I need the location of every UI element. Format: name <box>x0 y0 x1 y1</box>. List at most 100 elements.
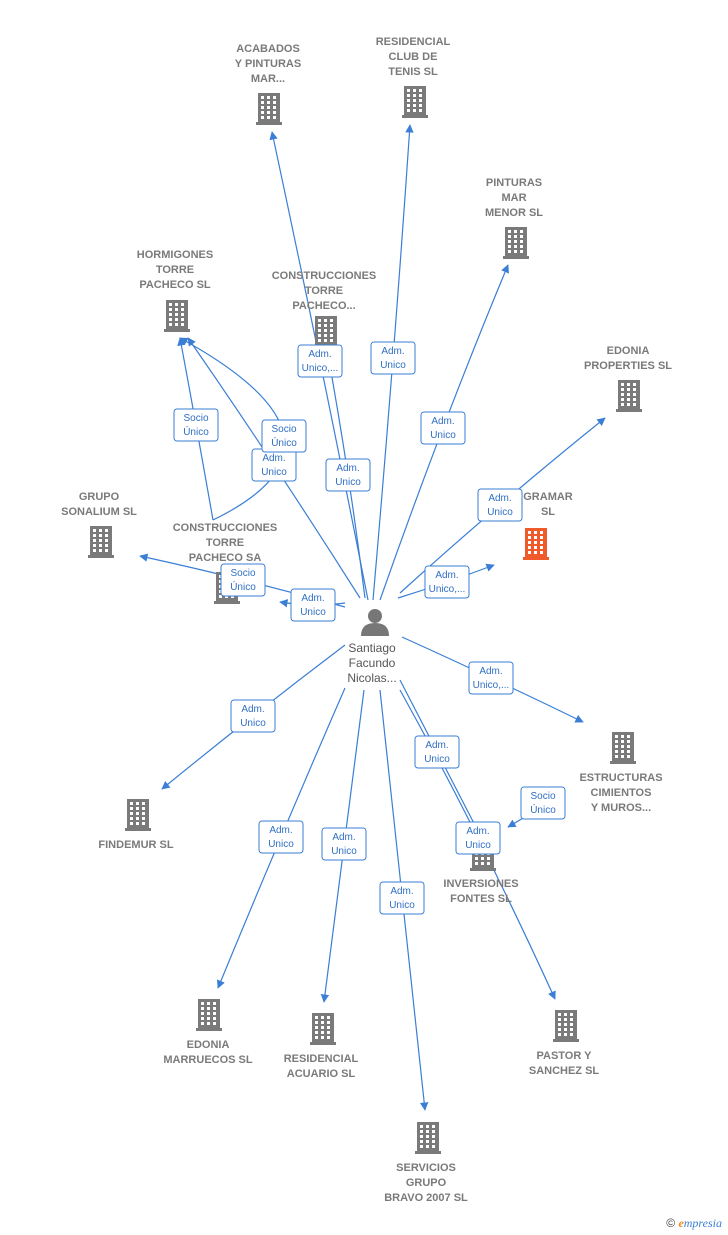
footer-brand[interactable]: © empresia <box>666 1216 722 1231</box>
edge-label-text: Unico <box>380 360 406 371</box>
edge-label-box <box>424 565 470 599</box>
edge-label-text: Adm. <box>301 593 324 604</box>
edge-label-box <box>420 411 466 445</box>
edge-label-text: Unico <box>389 900 415 911</box>
edge-label[interactable]: Adm.Unico <box>325 458 371 492</box>
company-node-sonalium[interactable]: GRUPO SONALIUM SL <box>61 491 137 558</box>
building-icon <box>415 1122 441 1154</box>
brand-initial: e <box>678 1216 684 1230</box>
edge-label-text: Unico <box>331 846 357 857</box>
node-label-line: PACHECO SL <box>139 279 211 291</box>
building-icon <box>88 526 114 558</box>
edge-label[interactable]: Adm.Unico <box>251 448 297 482</box>
edge-label-text: Adm. <box>332 832 355 843</box>
company-node-construcciones_tp[interactable]: CONSTRUCCIONESTORREPACHECO... <box>272 270 377 348</box>
edge-label-text: Adm. <box>466 826 489 837</box>
edge-label-box <box>297 344 343 378</box>
edge-label-text: Adm. <box>381 346 404 357</box>
edge-label-text: Adm. <box>308 349 331 360</box>
edge-label-text: Unico <box>465 840 491 851</box>
edge-label[interactable]: Adm.Unico <box>230 699 276 733</box>
edge-label-box <box>173 408 219 442</box>
edge-label-text: Adm. <box>479 666 502 677</box>
edge-label-box <box>261 419 307 453</box>
node-label-line: TORRE <box>305 285 343 297</box>
company-node-edonia_prop[interactable]: EDONIA PROPERTIES SL <box>584 345 672 412</box>
edge-label-text: Unico <box>300 607 326 618</box>
node-label-line: HORMIGONES <box>137 249 213 261</box>
building-icon <box>196 999 222 1031</box>
node-label-line: TORRE <box>156 264 194 276</box>
edge-label-text: Adm. <box>269 825 292 836</box>
node-label-line: GRUPO <box>406 1177 447 1189</box>
brand-name: mpresia <box>683 1216 722 1230</box>
company-node-findemur[interactable]: FINDEMUR SL <box>98 799 174 851</box>
node-label-line: CONSTRUCCIONES <box>272 270 377 282</box>
building-icon <box>310 1013 336 1045</box>
edge-label-text: Único <box>230 580 256 593</box>
edge-label[interactable]: Adm.Unico <box>477 488 523 522</box>
node-label-line: RESIDENCIAL <box>376 36 451 48</box>
edge-label-text: Unico <box>335 477 361 488</box>
edge-label-text: Único <box>530 803 556 816</box>
node-label-line: PROPERTIES SL <box>584 360 672 372</box>
node-label-line: INVERSIONES <box>443 878 518 890</box>
edge-label-text: Socio <box>530 791 555 802</box>
edge-label[interactable]: Adm. Unico <box>258 820 304 854</box>
edge-label-text: Unico,... <box>429 584 466 595</box>
edge-label[interactable]: Adm. Unico <box>455 821 501 855</box>
edge-label-box <box>520 786 566 820</box>
node-label-line: MARRUECOS SL <box>163 1054 253 1066</box>
edge-label-box <box>370 341 416 375</box>
edge-label[interactable]: Adm.Unico,... <box>297 344 343 378</box>
edge-label[interactable]: Adm. Unico <box>370 341 416 375</box>
node-label-line: Nicolas... <box>347 671 396 685</box>
edge-label[interactable]: Adm. Unico <box>420 411 466 445</box>
node-label-line: GRUPO <box>79 491 120 503</box>
edge-label-text: Unico <box>268 839 294 850</box>
node-label-line: FONTES SL <box>450 893 512 905</box>
company-node-hormigones[interactable]: HORMIGONES TORRE PACHECO SL <box>137 249 213 332</box>
edge-label-text: Socio <box>183 413 208 424</box>
edge-label[interactable]: Adm.Unico <box>379 881 425 915</box>
edge-label-text: Adm. <box>431 416 454 427</box>
node-label-line: CONSTRUCCIONES <box>173 522 278 534</box>
edge-label-text: Unico <box>430 430 456 441</box>
edge-labels-layer: Adm.Unico,...Adm.UnicoAdm.UnicoSocioÚnic… <box>173 341 566 915</box>
building-icon <box>164 300 190 332</box>
edge-label-box <box>258 820 304 854</box>
edge-label-text: Unico <box>424 754 450 765</box>
node-label-line: SANCHEZ SL <box>529 1065 600 1077</box>
node-label-line: EDONIA <box>607 345 650 357</box>
edge-label-box <box>325 458 371 492</box>
edge-label-text: Adm. <box>425 740 448 751</box>
node-label-line: GRAMAR <box>523 491 573 503</box>
edge-label-box <box>477 488 523 522</box>
edge-label[interactable]: Adm.Unico,... <box>468 661 514 695</box>
edge-label[interactable]: Adm. Unico <box>321 827 367 861</box>
node-label-line: ACUARIO SL <box>287 1068 356 1080</box>
person-node[interactable]: SantiagoFacundoNicolas... <box>347 609 397 685</box>
edge-label[interactable]: Adm. Unico <box>290 588 336 622</box>
edge-label[interactable]: Adm. Unico <box>414 735 460 769</box>
node-label-line: Y MUROS... <box>591 802 651 814</box>
node-label-line: SONALIUM SL <box>61 506 137 518</box>
edge-label-text: Unico <box>261 467 287 478</box>
edge-label-text: Adm. <box>241 704 264 715</box>
edge-label[interactable]: Adm.Unico,... <box>424 565 470 599</box>
